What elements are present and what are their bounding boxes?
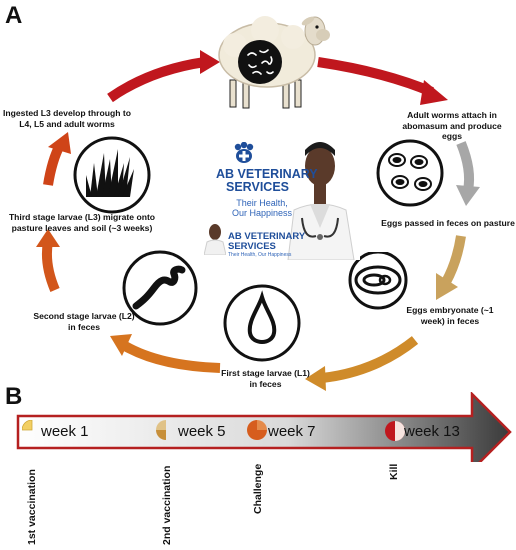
arrow-to-ingested: [43, 132, 71, 186]
arrow-to-adult-worms: [317, 57, 448, 105]
second-stage-larva-icon: [122, 250, 198, 326]
panel-label-b: B: [5, 383, 23, 410]
watermark-tagline-line1: Their Health,: [236, 198, 288, 208]
caption-first-stage: First stage larvae (L1) in feces: [221, 368, 310, 389]
panel-label-a: A: [5, 2, 23, 29]
lifecycle-arrows: [36, 50, 480, 391]
week7-marker-icon: [247, 420, 267, 440]
week13-label: week 13: [404, 423, 460, 440]
arrow-to-eggs-passed: [456, 141, 480, 206]
event-kill-text: Kill: [388, 463, 400, 480]
watermark-tagline-line2: Our Happiness: [232, 208, 293, 218]
event-challenge-text: Challenge: [252, 463, 264, 514]
caption-second-stage: Second stage larvae (L2) in feces: [33, 311, 135, 332]
watermark-title-line2: SERVICES: [226, 180, 289, 194]
adult-worms-icon: [376, 139, 444, 207]
caption-adult-worms: Adult worms attach in abomasum and produ…: [402, 110, 502, 141]
grass-pasture-icon: [73, 136, 151, 214]
week13-marker-icon: [385, 421, 405, 441]
watermark-title-line1: AB VETERINARY: [216, 167, 318, 181]
watermark-small-title-line1: AB VETERINARY: [228, 231, 306, 242]
doctor-photo: [280, 128, 360, 260]
week1-label: week 1: [41, 423, 89, 440]
event-second-vaccination: 2nd vaccination: [161, 466, 173, 545]
caption-ingested: Ingested L3 develop through to L4, L5 an…: [3, 108, 131, 129]
event-first-vaccination: 1st vaccination: [26, 469, 38, 545]
event-first-vaccination-text: 1st vaccination: [26, 469, 38, 545]
arrow-to-sheep: [107, 50, 220, 103]
event-kill: Kill: [388, 464, 400, 480]
week7-label: week 7: [268, 423, 316, 440]
arrow-to-second-stage: [110, 334, 221, 373]
sheep-icon: [218, 16, 330, 109]
embryonated-egg-icon: [348, 252, 408, 310]
small-doctor-photo: [204, 224, 226, 255]
watermark-small-title-line2: SERVICES: [228, 241, 276, 252]
week5-marker-icon: [156, 420, 166, 440]
arrow-to-eggs-embryonate: [436, 235, 466, 300]
watermark-tagline: Their Health, Our Happiness: [232, 198, 292, 218]
caption-eggs-embryonate: Eggs embryonate (~1 week) in feces: [406, 305, 494, 326]
week1-marker-icon: [22, 420, 33, 431]
caption-eggs-passed: Eggs passed in feces on pasture: [381, 218, 515, 228]
arrow-to-first-stage: [305, 336, 419, 391]
event-challenge: Challenge: [252, 464, 264, 514]
paw-cross-icon: [234, 142, 254, 163]
caption-third-stage: Third stage larvae (L3) migrate onto pas…: [8, 212, 156, 233]
event-second-vaccination-text: 2nd vaccination: [161, 465, 173, 545]
first-stage-larva-icon: [223, 284, 301, 362]
week5-label: week 5: [178, 423, 226, 440]
watermark-small-tagline: Their Health, Our Happiness: [228, 252, 292, 258]
watermark-overlay: AB VETERINARY SERVICES Their Health, Our…: [204, 128, 360, 260]
arrow-to-third-stage: [36, 229, 60, 292]
